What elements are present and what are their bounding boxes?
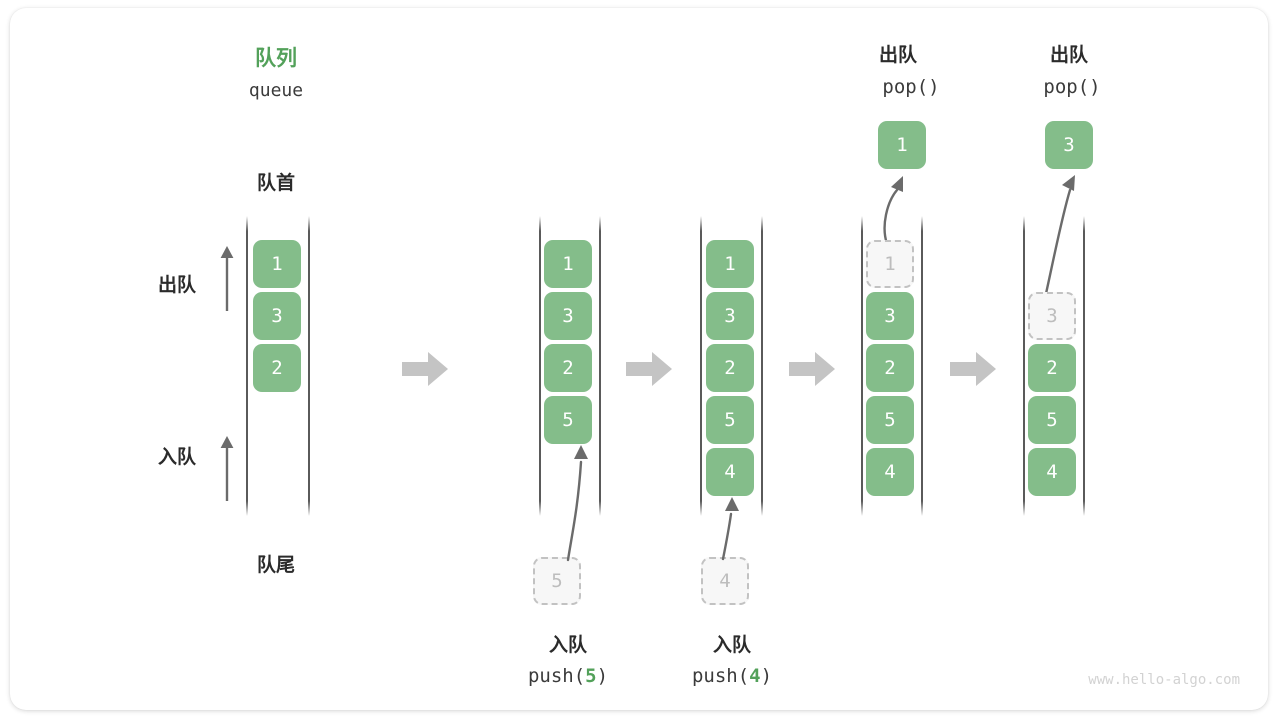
queue-item: 2 (866, 344, 914, 392)
push-motion-arrow-icon (550, 438, 600, 563)
pop-op-label-cn: 出队 (878, 45, 918, 66)
dequeue-direction-label: 出队 (158, 275, 197, 296)
queue-rail-left-stage-3 (700, 216, 702, 516)
popped-element: 3 (1045, 121, 1093, 169)
stage-separator-arrow-icon (789, 352, 835, 386)
push-op-suffix: ) (596, 665, 609, 687)
push-op-label-cn: 入队 (548, 635, 588, 656)
enqueue-direction-label: 入队 (158, 447, 197, 468)
watermark: www.hello-algo.com (1088, 672, 1240, 688)
queue-rail-left-stage-2 (539, 216, 541, 516)
queue-item: 2 (1028, 344, 1076, 392)
push-motion-arrow-icon (712, 490, 762, 562)
dequeue-direction-arrow-icon (218, 245, 236, 311)
push-op-prefix: push( (527, 665, 586, 687)
queue-item: 1 (253, 240, 301, 288)
queue-item: 3 (544, 292, 592, 340)
push-op-label-cn: 入队 (712, 635, 752, 656)
queue-item: 3 (866, 292, 914, 340)
queue-item-removed: 3 (1028, 292, 1076, 340)
queue-item: 1 (706, 240, 754, 288)
pop-motion-arrow-icon (865, 168, 925, 246)
incoming-element-ghost: 4 (701, 557, 749, 605)
queue-item: 3 (706, 292, 754, 340)
stage-separator-arrow-icon (950, 352, 996, 386)
pop-op-label-code: pop() (1043, 76, 1101, 98)
queue-item: 3 (253, 292, 301, 340)
queue-item: 2 (544, 344, 592, 392)
queue-rail-right-stage-4 (921, 216, 923, 516)
queue-item: 1 (544, 240, 592, 288)
push-op-label-code: push(5) (528, 665, 608, 687)
queue-item: 2 (253, 344, 301, 392)
queue-rail-right-stage-5 (1083, 216, 1085, 516)
queue-rail-left-stage-4 (861, 216, 863, 516)
queue-item: 5 (866, 396, 914, 444)
queue-rail-right-stage-2 (599, 216, 601, 516)
push-op-arg: 5 (585, 665, 597, 687)
pop-op-label-cn: 出队 (1049, 45, 1089, 66)
queue-item-new: 5 (544, 396, 592, 444)
queue-item-removed: 1 (866, 240, 914, 288)
enqueue-direction-arrow-icon (218, 435, 236, 501)
push-op-arg: 4 (749, 665, 761, 687)
queue-item: 5 (706, 396, 754, 444)
queue-rail-right-stage-3 (761, 216, 763, 516)
queue-head-label: 队首 (256, 173, 296, 194)
diagram-card: 队列 queue 队首 队尾 出队 入队 1 3 2 1 3 2 5 5 (10, 8, 1268, 710)
stage-separator-arrow-icon (402, 352, 448, 386)
queue-rail-left-stage-5 (1023, 216, 1025, 516)
pop-op-label-code: pop() (882, 76, 940, 98)
pop-motion-arrow-icon (1028, 168, 1098, 300)
push-op-prefix: push( (691, 665, 750, 687)
push-op-suffix: ) (760, 665, 773, 687)
queue-item: 2 (706, 344, 754, 392)
queue-item: 4 (866, 448, 914, 496)
figure-title-code: queue (248, 80, 304, 101)
push-op-label-code: push(4) (692, 665, 772, 687)
queue-item: 5 (1028, 396, 1076, 444)
stage-separator-arrow-icon (626, 352, 672, 386)
queue-rail-right-stage-1 (308, 216, 310, 516)
figure-title-cn: 队列 (255, 47, 297, 70)
popped-element: 1 (878, 121, 926, 169)
queue-item-new: 4 (706, 448, 754, 496)
queue-item: 4 (1028, 448, 1076, 496)
queue-tail-label: 队尾 (256, 555, 296, 576)
incoming-element-ghost: 5 (533, 557, 581, 605)
queue-rail-left-stage-1 (246, 216, 248, 516)
